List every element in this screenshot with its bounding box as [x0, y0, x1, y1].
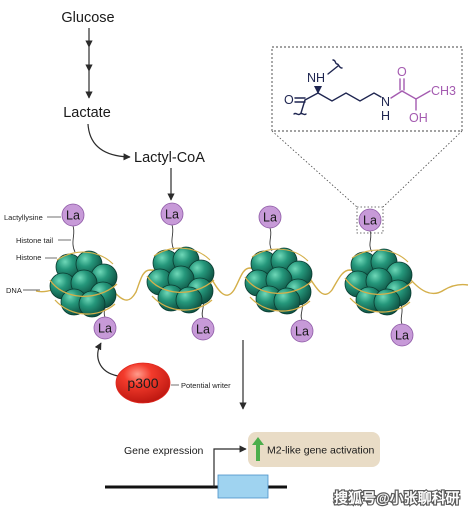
svg-text:La: La: [165, 208, 179, 222]
zoom-connector: [271, 130, 463, 208]
writer-name: p300: [127, 375, 158, 391]
writer-arrow: [94, 342, 119, 377]
nucleosome-2: [146, 246, 215, 314]
lactyl-mark-top-3: La: [258, 205, 282, 229]
lactyllysine-structure: NH O N H O CH3 OH: [284, 59, 456, 125]
nucleosome-1: [49, 250, 118, 318]
svg-text:La: La: [395, 329, 409, 343]
writer-role-label: Potential writer: [181, 381, 231, 390]
lactyl-oxygen-label: O: [397, 65, 407, 79]
watermark: 搜狐号@小张聊科研: [334, 490, 460, 506]
gene-expression-label: Gene expression: [124, 445, 204, 457]
lactyl-mark-bottom-3: La: [290, 319, 314, 343]
amide-hydrogen-label: H: [381, 109, 390, 123]
activation-box: M2-like gene activation: [248, 432, 380, 467]
promoter-arrow: [213, 445, 247, 487]
writer-enzyme: p300: [115, 362, 171, 404]
lactate-label: Lactate: [63, 105, 111, 121]
svg-text:La: La: [66, 209, 80, 223]
amine-label: NH: [307, 71, 325, 85]
svg-text:La: La: [196, 323, 210, 337]
structure-inset: [271, 46, 463, 132]
carbonyl-oxygen-label: O: [284, 93, 294, 107]
stereo-wedge-bond: [314, 86, 322, 94]
histone-tail-label: Histone tail: [16, 236, 53, 245]
svg-text:La: La: [363, 214, 377, 228]
glucose-label: Glucose: [61, 10, 114, 26]
lactate-to-lactyl-coa-arrow: [87, 123, 131, 161]
gene-body: [217, 474, 269, 499]
lactyl-mark-top-4: La: [358, 208, 382, 232]
nucleosome-4: [344, 248, 413, 316]
lactyl-mark-top-2: La: [160, 202, 184, 226]
activation-label: M2-like gene activation: [267, 445, 375, 457]
zoom-highlight-box: [356, 206, 384, 234]
hydroxyl-label: OH: [409, 111, 428, 125]
lactyl-coa-label: Lactyl-CoA: [134, 150, 205, 166]
up-arrow-icon: [252, 437, 264, 461]
lactyl-mark-bottom-2: La: [191, 317, 215, 341]
svg-text:La: La: [295, 325, 309, 339]
lactyllysine-label: Lactyllysine: [4, 213, 43, 222]
amide-nitrogen-label: N: [381, 95, 390, 109]
lactyl-mark-bottom-4: La: [390, 323, 414, 347]
dna-label: DNA: [6, 286, 22, 295]
svg-text:La: La: [263, 211, 277, 225]
nucleosome-3: [244, 247, 313, 315]
methyl-label: CH3: [431, 84, 456, 98]
dna-strand: [35, 267, 469, 301]
lactyl-mark-bottom-1: La: [93, 316, 117, 340]
lactyl-mark-top-1: La: [61, 203, 85, 227]
histone-label: Histone: [16, 253, 41, 262]
svg-text:La: La: [98, 322, 112, 336]
